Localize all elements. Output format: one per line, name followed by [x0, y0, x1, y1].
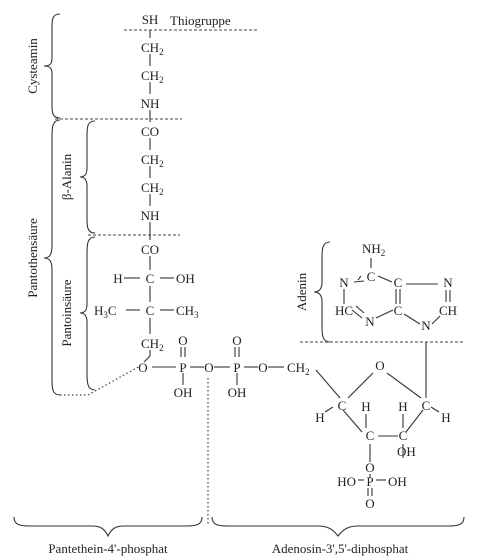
chain-atoms: SH CH2 CH2 NH CO CH2 CH2 NH CO H C OH H3…	[94, 12, 310, 400]
atom-p-1: P	[179, 360, 186, 375]
label-pantothensaeure: Pantothensäure	[25, 218, 40, 298]
atom-c4prime: C	[338, 398, 347, 413]
adenine-bonds	[343, 258, 451, 325]
atom-h-c4prime: H	[315, 410, 324, 425]
brace-pantethein-phosphat	[13, 516, 203, 538]
atom-c-pantoic-2: C	[146, 303, 155, 318]
separator-lines	[55, 29, 464, 525]
label-adenin: Adenin	[294, 272, 309, 311]
label-thiogruppe: Thiogruppe	[170, 13, 231, 28]
ribose-atoms: O C C C C H H H H OH O P HO OH O	[315, 358, 450, 511]
label-pantoinsaeure: Pantoinsäure	[59, 279, 74, 346]
atom-n3: N	[365, 314, 375, 329]
atom-nh2: NH2	[362, 241, 385, 258]
atom-oh-p1: OH	[174, 385, 193, 400]
atom-sh: SH	[142, 12, 159, 27]
atom-o-p2-double: O	[232, 333, 241, 348]
atom-h-c2prime: H	[398, 399, 407, 414]
label-pantethein-phosphat: Pantethein-4'-phosphat	[48, 541, 168, 556]
atom-nh-2: NH	[141, 208, 160, 223]
atom-o-ring: O	[375, 358, 384, 373]
atom-o-ester: O	[138, 360, 147, 375]
atom-h-pantoic: H	[113, 271, 122, 286]
atom-co-2: CO	[141, 242, 159, 257]
brace-adenin	[313, 241, 331, 343]
atom-o-p1-double: O	[178, 333, 187, 348]
brace-beta-alanin	[79, 120, 96, 234]
atom-c6: C	[367, 269, 376, 284]
atom-hc2: HC	[335, 303, 353, 318]
brace-adenosin-diphosphat	[211, 516, 465, 537]
left-braces	[43, 13, 331, 396]
atom-ch2-4: CH2	[141, 180, 164, 197]
brace-pantothensaeure	[43, 119, 61, 396]
atom-p-2: P	[233, 360, 240, 375]
atom-oh-pantoic: OH	[176, 271, 195, 286]
atom-n7: N	[443, 275, 453, 290]
atom-c1prime: C	[422, 398, 431, 413]
atom-ch8: CH	[439, 303, 457, 318]
atom-o-bridge: O	[204, 360, 213, 375]
atom-n1: N	[339, 275, 349, 290]
label-adenosin-diphosphat: Adenosin-3',5'-diphosphat	[272, 541, 409, 556]
atom-o-5prime: O	[258, 360, 267, 375]
atom-ch2-5prime: CH2	[287, 360, 310, 377]
atom-h-c3prime: H	[361, 399, 370, 414]
atom-c-pantoic-1: C	[146, 271, 155, 286]
label-beta-alanin: β-Alanin	[59, 153, 74, 200]
chain-bonds	[124, 30, 284, 385]
atom-ho-p3: HO	[337, 474, 356, 489]
atom-co-1: CO	[141, 124, 159, 139]
brace-cysteamin	[43, 13, 61, 119]
bottom-braces	[13, 516, 465, 538]
atom-h-c1prime: H	[441, 410, 450, 425]
atom-h3c: H3C	[94, 303, 117, 320]
atom-ch2-5: CH2	[141, 336, 164, 353]
atom-o-p3-double: O	[365, 496, 374, 511]
atom-c5: C	[394, 275, 403, 290]
atom-nh-1: NH	[141, 96, 160, 111]
ribose-bonds	[315, 342, 440, 496]
atom-p-3: P	[366, 474, 373, 489]
atom-c2prime: C	[399, 428, 408, 443]
atom-oh-p3: OH	[388, 474, 407, 489]
label-cysteamin: Cysteamin	[25, 38, 40, 94]
atom-c3prime: C	[366, 428, 375, 443]
atom-ch2-1: CH2	[141, 40, 164, 57]
atom-oh-p2: OH	[228, 385, 247, 400]
atom-n9: N	[421, 318, 431, 333]
atom-ch2-3: CH2	[141, 152, 164, 169]
atom-ch3: CH3	[176, 303, 199, 320]
atom-oh-c2prime: OH	[397, 444, 416, 459]
dotted-connector-left	[60, 365, 141, 396]
atom-o-3prime: O	[365, 460, 374, 475]
atom-c4: C	[394, 303, 403, 318]
brace-pantoinsaeure	[79, 236, 96, 391]
adenine-atoms: NH2 C N HC N C C N CH N	[335, 241, 457, 333]
atom-ch2-2: CH2	[141, 68, 164, 85]
